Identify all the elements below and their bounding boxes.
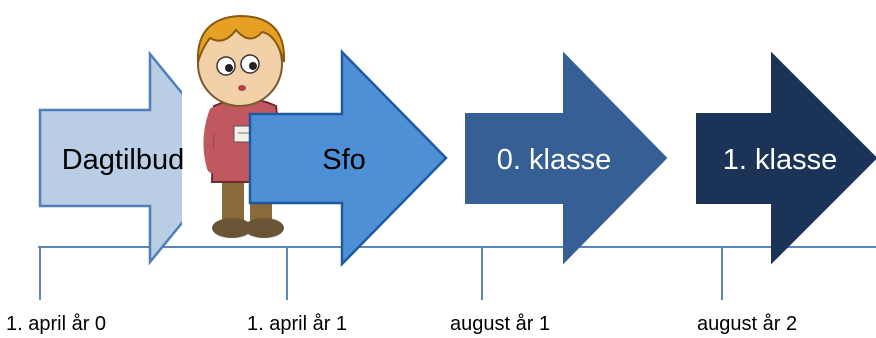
- date-label-4: august år 2: [694, 312, 801, 336]
- date-label-3: august år 1: [447, 312, 554, 336]
- stage-label-sfo: Sfo: [322, 144, 366, 176]
- stage-label-1-klasse: 1. klasse: [722, 144, 838, 176]
- date-label-1: 1. april år 0: [3, 312, 110, 336]
- arrow-0-klasse: [465, 51, 668, 265]
- arrow-1-klasse: [696, 51, 876, 265]
- stage-label-dagtilbud: Dagtilbud: [61, 144, 185, 176]
- date-label-2: 1. april år 1: [244, 312, 351, 336]
- stage-label-0-klasse: 0. klasse: [496, 144, 612, 176]
- timeline: [38, 246, 876, 300]
- arrow-sfo: [248, 48, 448, 268]
